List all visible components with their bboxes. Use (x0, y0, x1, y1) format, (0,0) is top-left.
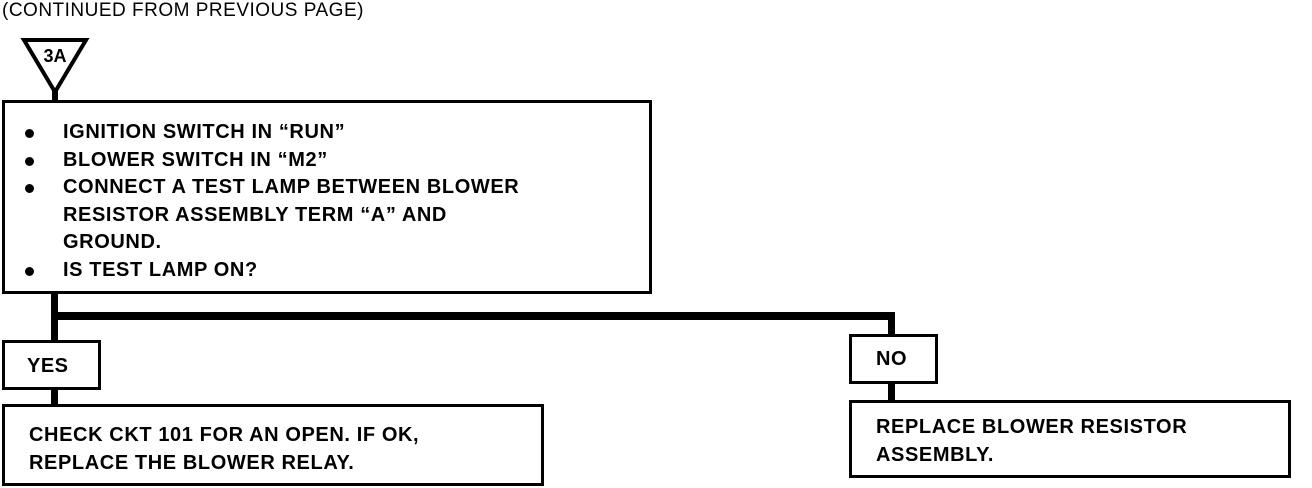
step-item: IS TEST LAMP ON? (5, 257, 519, 285)
connector-line (52, 90, 58, 102)
step-list: IGNITION SWITCH IN “RUN” BLOWER SWITCH I… (5, 119, 519, 284)
yes-label-box: YES (2, 340, 101, 390)
bullet-icon (25, 129, 34, 138)
connector-triangle-icon: 3A (20, 38, 90, 96)
yes-label: YES (27, 355, 69, 377)
no-down-line (888, 384, 895, 402)
bullet-icon (25, 266, 34, 276)
question-box: IGNITION SWITCH IN “RUN” BLOWER SWITCH I… (2, 100, 652, 294)
yes-action-box: CHECK CKT 101 FOR AN OPEN. IF OK, REPLAC… (2, 404, 544, 486)
bullet-icon (25, 156, 34, 166)
bullet-icon (25, 184, 34, 193)
step-item: IGNITION SWITCH IN “RUN” (5, 119, 519, 147)
no-label-box: NO (849, 334, 938, 384)
no-branch-line (888, 312, 895, 336)
no-action-box: REPLACE BLOWER RESISTOR ASSEMBLY. (849, 400, 1291, 478)
step-item: CONNECT A TEST LAMP BETWEEN BLOWER RESIS… (5, 174, 519, 257)
step-item: BLOWER SWITCH IN “M2” (5, 147, 519, 175)
horizontal-branch-line (51, 312, 895, 320)
connector-label: 3A (43, 46, 66, 66)
yes-action-text: CHECK CKT 101 FOR AN OPEN. IF OK, REPLAC… (29, 424, 420, 474)
no-label: NO (876, 348, 907, 370)
no-action-text: REPLACE BLOWER RESISTOR ASSEMBLY. (876, 416, 1188, 466)
yes-down-line (51, 390, 58, 406)
continued-from-previous-page-text: (CONTINUED FROM PREVIOUS PAGE) (2, 0, 364, 21)
